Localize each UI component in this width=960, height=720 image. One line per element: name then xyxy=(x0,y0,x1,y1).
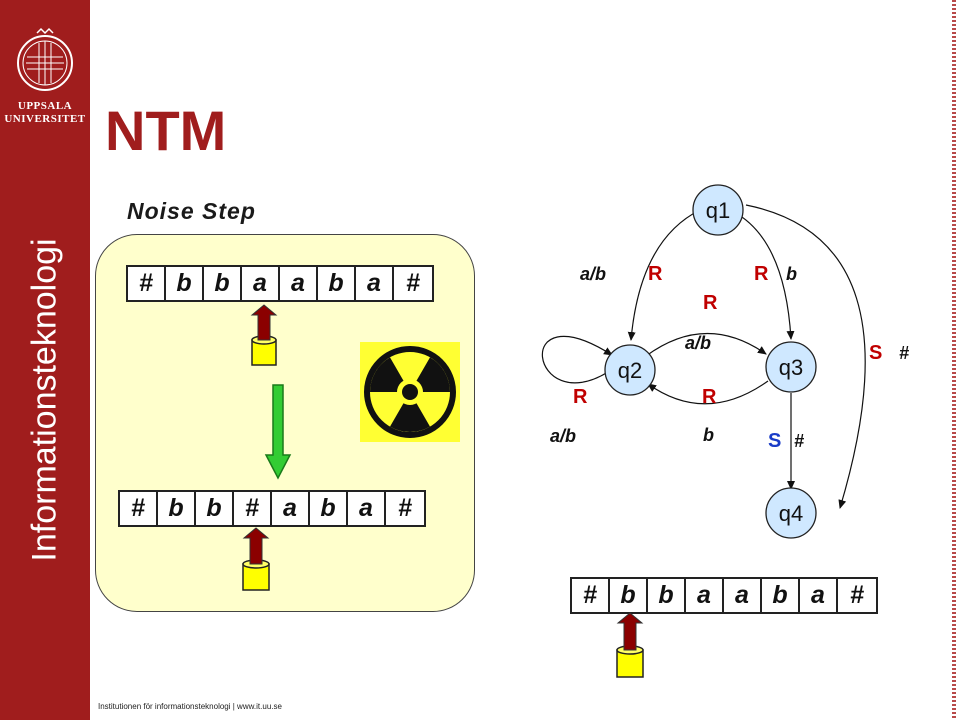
edge-label-q2-q3-read: a/b xyxy=(685,333,711,353)
state-q4: q4 xyxy=(765,487,817,539)
tape-cell: b xyxy=(310,492,348,525)
university-name: UPPSALA UNIVERSITET xyxy=(0,100,90,126)
tape-cell: # xyxy=(572,579,610,612)
tape-head-icon xyxy=(242,527,270,591)
radiation-hazard-icon xyxy=(360,342,460,442)
edge-label-q2-q3-move: R xyxy=(703,292,718,314)
sidebar: UPPSALA UNIVERSITET Informationsteknolog… xyxy=(0,0,90,720)
edge-q1-q2 xyxy=(627,209,701,341)
tape-cell: a xyxy=(724,579,762,612)
tape-cell: # xyxy=(394,267,432,300)
tape-before: # b b a a b a # xyxy=(126,265,434,302)
edge-label-q2-loop-move: R xyxy=(573,386,588,408)
tape-head-icon xyxy=(616,612,644,678)
slide-title: NTM xyxy=(105,99,227,162)
edge-label-q3-q2-read: b xyxy=(703,425,714,445)
state-label: q2 xyxy=(618,358,642,383)
right-edge-stripe xyxy=(952,0,956,720)
tape-cell: a xyxy=(280,267,318,300)
edge-q3-q2 xyxy=(647,380,769,405)
tape-after: # b b # a b a # xyxy=(118,490,426,527)
edge-label-q1-q4-read: # xyxy=(899,343,909,363)
tape-cell: a xyxy=(348,492,386,525)
tape-cell: # xyxy=(128,267,166,300)
footer-text: Institutionen för informationsteknologi … xyxy=(98,702,282,711)
tape-cell: b xyxy=(204,267,242,300)
tape-cell: a xyxy=(800,579,838,612)
tape-cell: b xyxy=(158,492,196,525)
edge-label-q3-q4-read: # xyxy=(794,431,804,451)
edge-label-q1-q3-read: b xyxy=(786,264,797,284)
tape-cell: # xyxy=(386,492,424,525)
state-label: q1 xyxy=(706,198,730,223)
university-name-line1: UPPSALA xyxy=(17,100,73,112)
tape-cell: a xyxy=(356,267,394,300)
tape-head-icon xyxy=(250,304,278,366)
tape-cell: b xyxy=(318,267,356,300)
edge-q2-loop xyxy=(541,335,613,384)
down-arrow-icon xyxy=(264,384,292,480)
state-q1: q1 xyxy=(692,184,744,236)
state-q2: q2 xyxy=(604,344,656,396)
edge-q1-q4 xyxy=(745,204,866,509)
edge-label-q1-q2-read: a/b xyxy=(580,264,606,284)
edge-label-q3-q4-move: S xyxy=(768,430,781,452)
edge-label-q1-q3-move: R xyxy=(754,263,769,285)
tape-cell: a xyxy=(686,579,724,612)
tape-cell: b xyxy=(762,579,800,612)
tape-cell: # xyxy=(120,492,158,525)
tape-cell: a xyxy=(272,492,310,525)
noise-step-subtitle: Noise Step xyxy=(127,198,256,224)
edge-label-q2-loop-read: a/b xyxy=(550,426,576,446)
tape-cell: # xyxy=(838,579,876,612)
university-seal-icon xyxy=(17,27,73,91)
edge-q1-q3 xyxy=(733,211,795,340)
state-label: q3 xyxy=(779,355,803,380)
state-label: q4 xyxy=(779,501,803,526)
tape-cell: a xyxy=(242,267,280,300)
edge-label-q1-q4-move: S xyxy=(869,342,882,364)
tape-cell: b xyxy=(610,579,648,612)
tape-machine: # b b a a b a # xyxy=(570,577,878,614)
state-q3: q3 xyxy=(765,341,817,393)
edge-label-q1-q2-move: R xyxy=(648,263,663,285)
tape-cell: # xyxy=(234,492,272,525)
tape-cell: b xyxy=(648,579,686,612)
edge-label-q3-q2-move: R xyxy=(702,386,717,408)
university-name-line2: UNIVERSITET xyxy=(4,113,86,125)
tape-cell: b xyxy=(196,492,234,525)
tape-cell: b xyxy=(166,267,204,300)
edge-q2-q3 xyxy=(645,332,767,357)
